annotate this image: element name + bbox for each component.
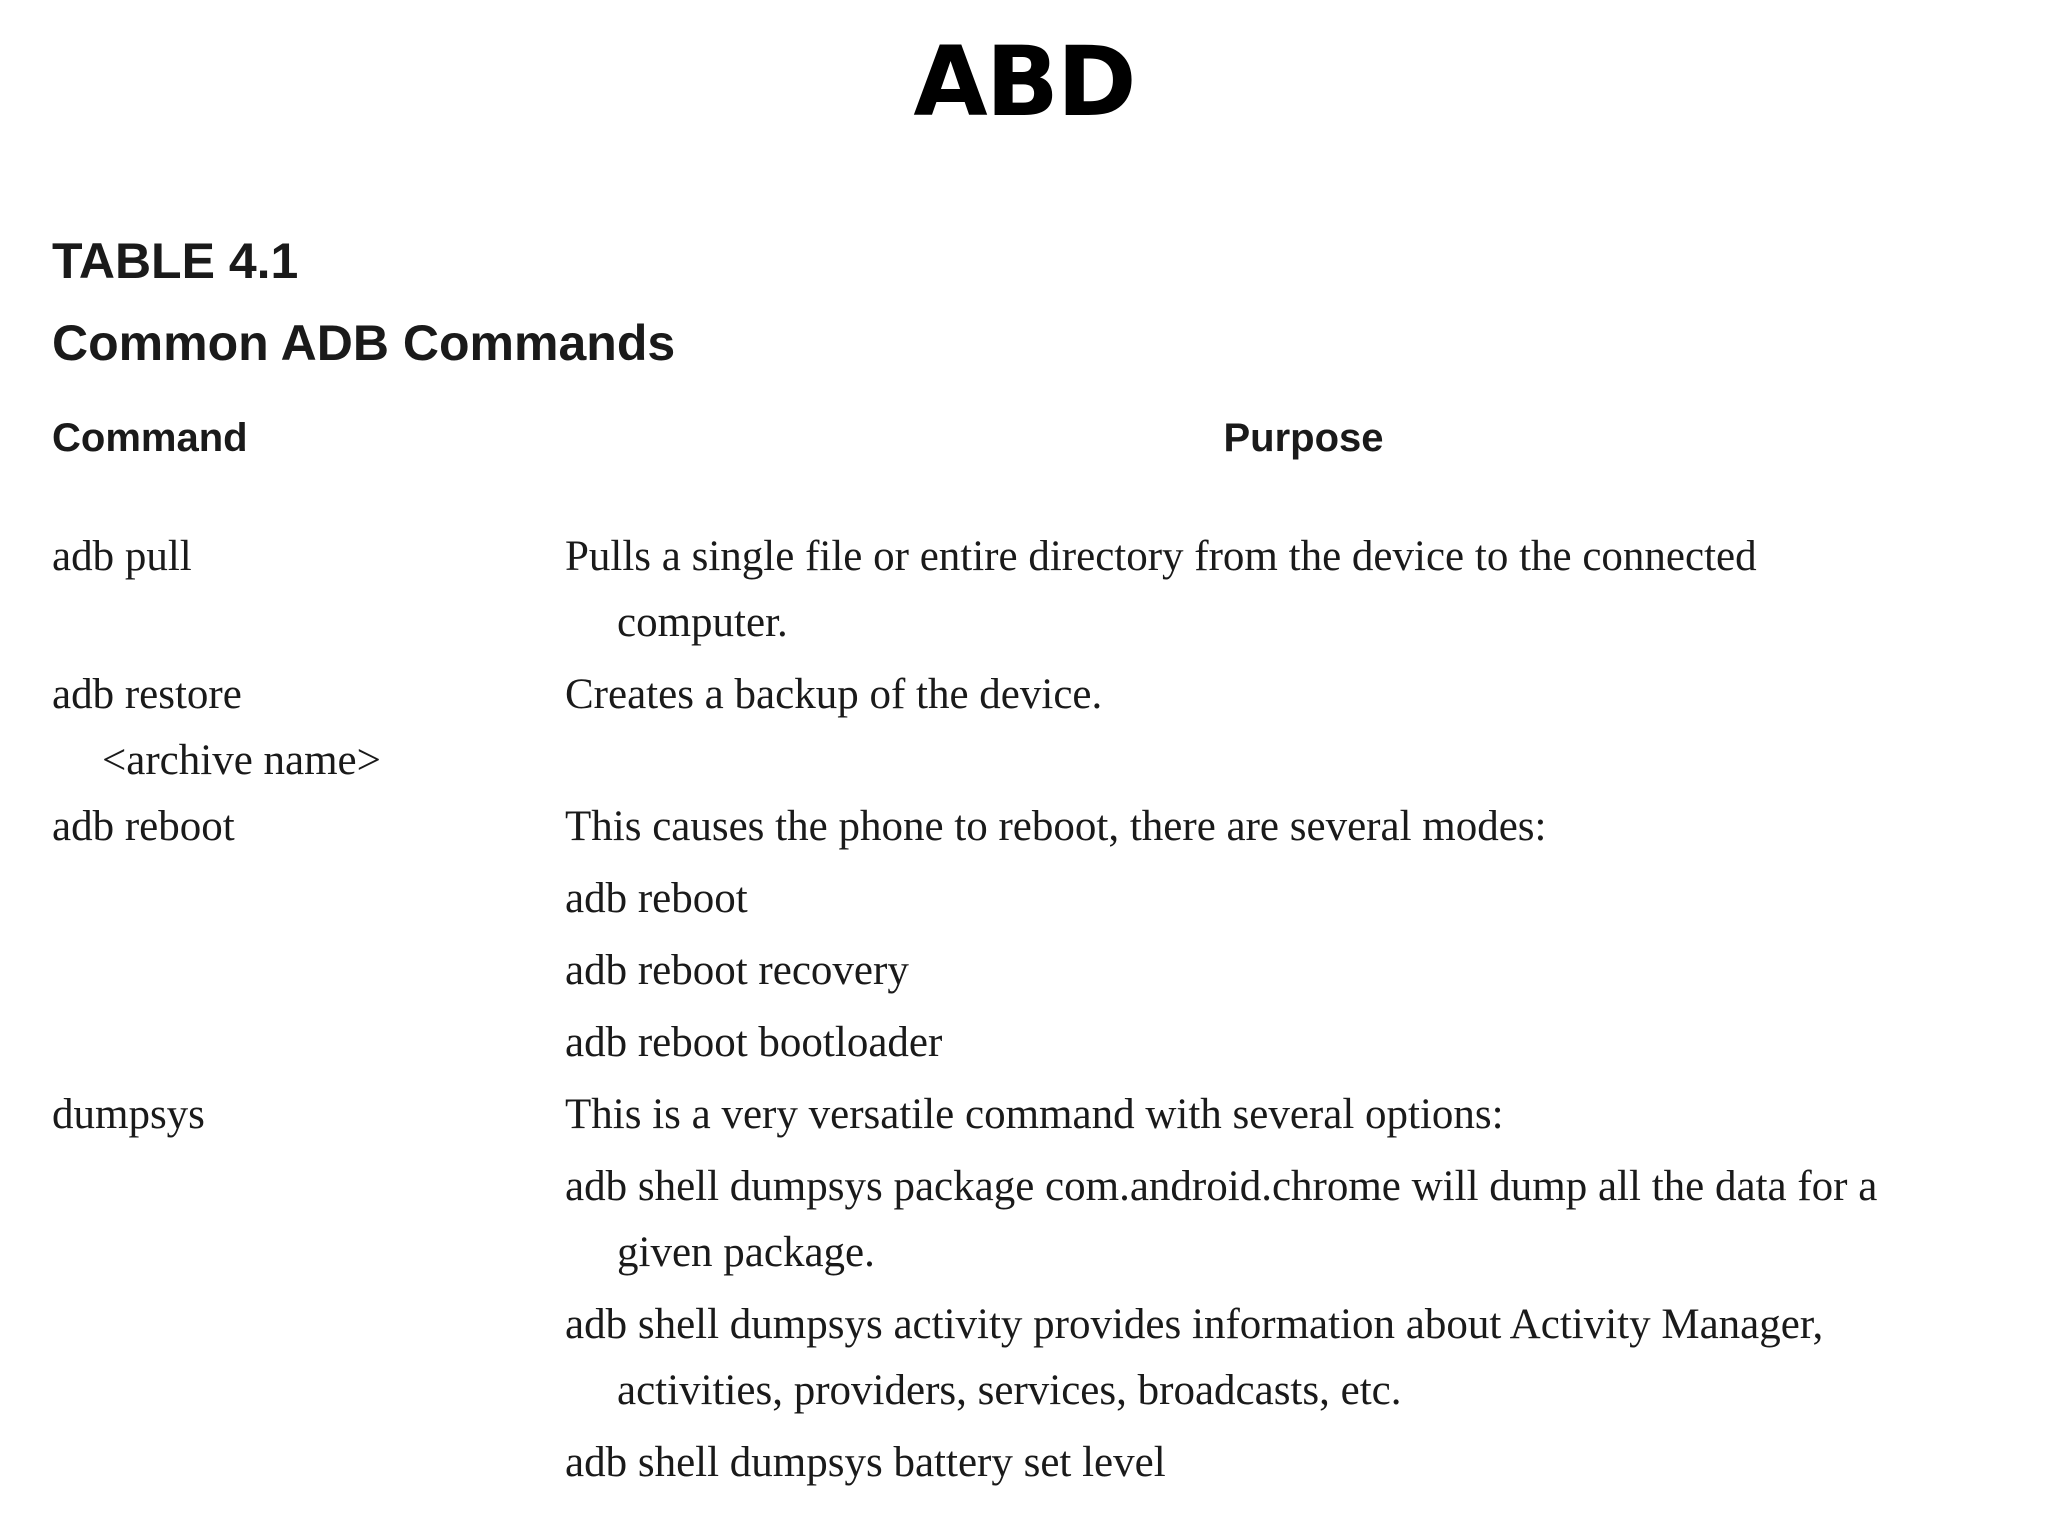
table-row: adb pull Pulls a single file or entire d… — [52, 524, 2042, 662]
table-header-row: Command Purpose — [52, 408, 2042, 468]
purpose-paragraph: Creates a backup of the device. — [565, 662, 2042, 728]
column-header-command: Command — [52, 416, 248, 460]
command-cell: adb reboot — [52, 794, 565, 1082]
table-number: TABLE 4.1 — [52, 233, 299, 289]
purpose-text-continued: activities, providers, services, broadca… — [617, 1367, 1402, 1414]
table-row: dumpsys This is a very versatile command… — [52, 1082, 2042, 1502]
purpose-cell: This is a very versatile command with se… — [565, 1082, 2042, 1502]
purpose-example: adb reboot — [565, 866, 2042, 932]
purpose-cell: This causes the phone to reboot, there a… — [565, 794, 2042, 1082]
purpose-text: This is a very versatile command with se… — [565, 1091, 1504, 1138]
command-argument: <archive name> — [102, 737, 381, 784]
purpose-text: adb shell dumpsys package com.android.ch… — [565, 1163, 1878, 1210]
document-body: TABLE 4.1 Common ADB Commands Command Pu… — [52, 226, 2042, 1502]
purpose-text-continued: computer. — [617, 599, 788, 646]
purpose-example: adb reboot bootloader — [565, 1010, 2042, 1076]
purpose-text: adb reboot recovery — [565, 947, 909, 994]
column-header-purpose: Purpose — [1223, 416, 1384, 460]
command-cell: adb pull — [52, 524, 565, 662]
table-row: adb restore <archive name> Creates a bac… — [52, 662, 2042, 794]
purpose-example: adb shell dumpsys battery set level — [565, 1430, 2042, 1496]
command-text: adb restore — [52, 671, 242, 718]
command-cell: dumpsys — [52, 1082, 565, 1502]
command-text: adb pull — [52, 533, 192, 580]
purpose-example: adb shell dumpsys package com.android.ch… — [565, 1154, 2042, 1286]
purpose-text: Creates a backup of the device. — [565, 671, 1103, 718]
purpose-paragraph: This is a very versatile command with se… — [565, 1082, 2042, 1148]
purpose-paragraph: This causes the phone to reboot, there a… — [565, 794, 2042, 860]
purpose-cell: Creates a backup of the device. — [565, 662, 2042, 794]
command-text: adb reboot — [52, 803, 235, 850]
purpose-paragraph: Pulls a single file or entire directory … — [565, 524, 2042, 656]
purpose-text: adb shell dumpsys activity provides info… — [565, 1301, 1824, 1348]
slide-title: ABD — [913, 26, 1136, 138]
purpose-cell: Pulls a single file or entire directory … — [565, 524, 2042, 662]
command-cell: adb restore <archive name> — [52, 662, 565, 794]
purpose-example: adb reboot recovery — [565, 938, 2042, 1004]
table-row: adb reboot This causes the phone to rebo… — [52, 794, 2042, 1082]
purpose-text: adb shell dumpsys battery set level — [565, 1439, 1166, 1486]
purpose-text: Pulls a single file or entire directory … — [565, 533, 1757, 580]
purpose-text: This causes the phone to reboot, there a… — [565, 803, 1547, 850]
purpose-text: adb reboot — [565, 875, 748, 922]
table-body: adb pull Pulls a single file or entire d… — [52, 524, 2042, 1502]
purpose-example: adb shell dumpsys activity provides info… — [565, 1292, 2042, 1424]
command-text: dumpsys — [52, 1091, 205, 1138]
purpose-text-continued: given package. — [617, 1229, 875, 1276]
table-caption: Common ADB Commands — [52, 315, 676, 371]
purpose-text: adb reboot bootloader — [565, 1019, 943, 1066]
